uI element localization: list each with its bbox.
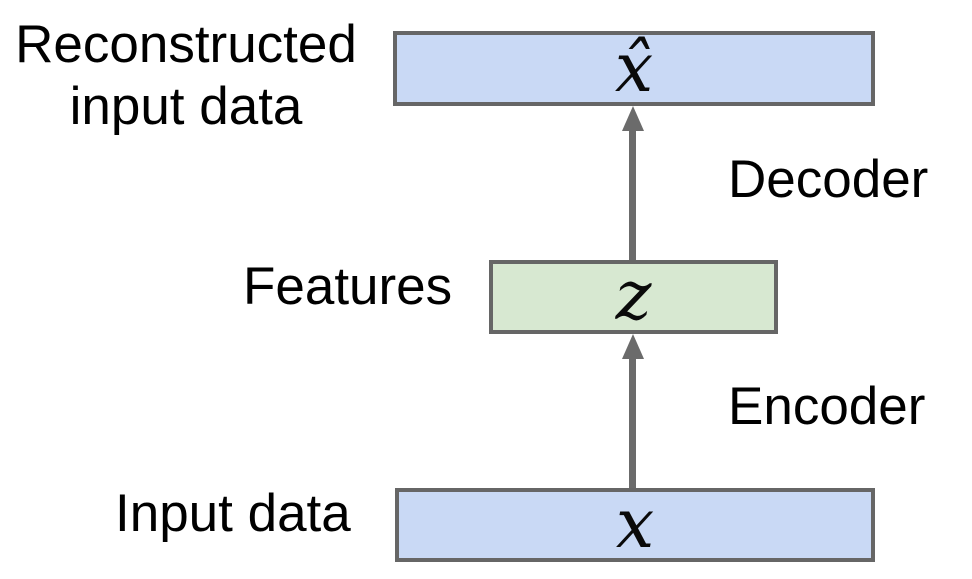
input-data-box: x [395,488,875,562]
x-symbol: x [615,485,655,565]
encoder-arrow-head [622,334,644,359]
encoder-label: Encoder [728,377,926,436]
features-box: z [489,260,778,334]
input-data-label: Input data [115,484,351,543]
decoder-arrow-shaft [629,128,636,260]
features-label: Features [243,257,453,316]
decoder-label: Decoder [728,150,929,209]
reconstructed-data-box: x̂ [393,31,875,106]
reconstructed-label-line2: input data [69,77,303,136]
encoder-arrow-shaft [629,356,636,488]
reconstructed-label-line1: Reconstructed [15,15,357,74]
z-symbol: z [615,257,652,337]
x-hat-symbol: x̂ [614,28,654,108]
reconstructed-input-data-label: Reconstructed input data [0,14,372,138]
decoder-arrow-head [622,106,644,131]
